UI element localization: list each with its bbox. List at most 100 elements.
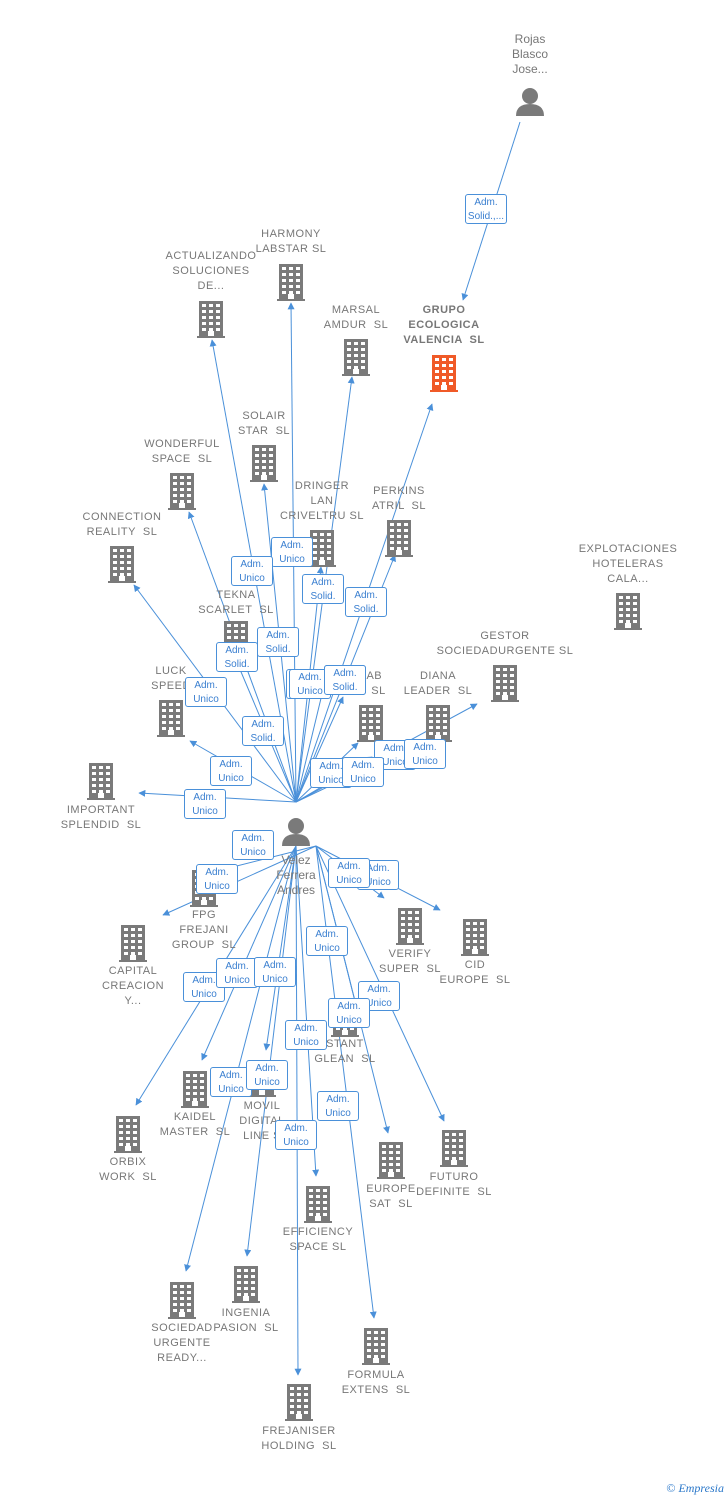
building-icon[interactable] — [87, 763, 115, 800]
company-node[interactable]: FORMULA EXTENS SL — [342, 1368, 411, 1398]
company-node[interactable]: ACTUALIZANDO SOLUCIONES DE... — [166, 249, 257, 294]
company-node[interactable]: CAPITAL CREACION Y... — [102, 964, 164, 1009]
company-node[interactable]: FUTURO DEFINITE SL — [416, 1170, 492, 1200]
building-icon[interactable] — [181, 1071, 209, 1108]
company-label[interactable]: STANT GLEAN SL — [314, 1038, 376, 1065]
edge-role-badge[interactable]: Adm. Solid. — [216, 642, 258, 672]
person-label[interactable]: Rojas Blasco Jose... — [511, 32, 549, 76]
edge-role-badge[interactable]: Adm. Unico — [271, 537, 313, 567]
building-icon[interactable] — [440, 1130, 468, 1167]
company-node[interactable]: EFFICIENCY SPACE SL — [283, 1225, 353, 1255]
company-label[interactable]: FORMULA EXTENS SL — [341, 1369, 411, 1396]
company-label[interactable]: SOLAIR STAR SL — [237, 410, 291, 437]
company-node[interactable]: IMPORTANT SPLENDID SL — [61, 803, 142, 833]
company-node[interactable]: GESTOR SOCIEDADURGENTE SL — [437, 629, 574, 659]
edge-role-badge[interactable]: Adm. Unico — [210, 756, 252, 786]
edge-role-badge[interactable]: Adm. Unico — [285, 1020, 327, 1050]
edge-role-badge[interactable]: Adm. Solid. — [257, 627, 299, 657]
company-label[interactable]: PERKINS ATRIL SL — [371, 485, 427, 512]
company-node[interactable]: CONNECTION REALITY SL — [83, 510, 162, 540]
building-icon[interactable] — [357, 705, 385, 742]
building-icon[interactable] — [285, 1384, 313, 1421]
building-icon[interactable] — [168, 1282, 196, 1319]
company-label[interactable]: FREJANISER HOLDING SL — [261, 1425, 337, 1452]
company-node[interactable]: MARSAL AMDUR SL — [324, 303, 388, 333]
building-icon[interactable] — [119, 925, 147, 962]
company-label[interactable]: EFFICIENCY SPACE SL — [282, 1226, 354, 1253]
building-icon[interactable] — [232, 1266, 260, 1303]
company-label[interactable]: ORBIX WORK SL — [99, 1156, 157, 1183]
edge-role-badge[interactable]: Adm. Solid. — [242, 716, 284, 746]
edge-role-badge[interactable]: Adm. Unico — [216, 958, 258, 988]
building-icon[interactable] — [491, 665, 519, 702]
edge-role-badge[interactable]: Adm. Unico — [404, 739, 446, 769]
company-node[interactable]: STANT GLEAN SL — [314, 1037, 375, 1067]
company-label[interactable]: WONDERFUL SPACE SL — [144, 438, 220, 465]
edge-role-badge[interactable]: Adm. Unico — [254, 957, 296, 987]
building-icon[interactable] — [362, 1328, 390, 1365]
company-node[interactable]: LUCK SPEED — [151, 664, 191, 694]
edge-role-badge[interactable]: Adm. Unico — [246, 1060, 288, 1090]
company-node[interactable]: PERKINS ATRIL SL — [372, 484, 426, 514]
company-label[interactable]: FPG FREJANI GROUP SL — [171, 909, 237, 951]
building-icon[interactable] — [377, 1142, 405, 1179]
edge-role-badge[interactable]: Adm. Solid.,... — [465, 194, 507, 224]
company-label[interactable]: VERIFY SUPER SL — [379, 948, 441, 975]
edge-role-badge[interactable]: Adm. Unico — [184, 789, 226, 819]
edge-role-badge[interactable]: Adm. Unico — [196, 864, 238, 894]
edge-role-badge[interactable]: Adm. Unico — [342, 757, 384, 787]
company-label[interactable]: INGENIA PASION SL — [213, 1307, 279, 1334]
edge-role-badge[interactable]: Adm. Unico — [275, 1120, 317, 1150]
company-node[interactable]: SOCIEDAD URGENTE READY... — [151, 1321, 212, 1366]
company-label[interactable]: LUCK SPEED — [151, 665, 191, 692]
edge-role-badge[interactable]: Adm. Solid. — [302, 574, 344, 604]
edge-role-badge[interactable]: Adm. Unico — [210, 1067, 252, 1097]
company-label[interactable]: CAPITAL CREACION Y... — [101, 965, 165, 1007]
building-icon[interactable] — [250, 445, 278, 482]
edge-role-badge[interactable]: Adm. Unico — [328, 998, 370, 1028]
company-node[interactable]: MOVIL DIGITAL LINE S — [239, 1099, 284, 1144]
person-icon[interactable] — [516, 88, 544, 116]
company-label[interactable]: CONNECTION REALITY SL — [82, 511, 162, 538]
person-label[interactable]: Velez Ferrera Andres — [276, 853, 316, 897]
edge-role-badge[interactable]: Adm. Unico — [328, 858, 370, 888]
company-label[interactable]: EUROPE SAT SL — [366, 1183, 416, 1210]
building-icon[interactable] — [424, 705, 452, 742]
company-label[interactable]: HARMONY LABSTAR SL — [255, 228, 327, 255]
company-node[interactable]: KAIDEL MASTER SL — [160, 1110, 230, 1140]
building-icon[interactable] — [114, 1116, 142, 1153]
building-icon[interactable] — [277, 264, 305, 301]
company-label[interactable]: SOCIEDAD URGENTE READY... — [151, 1322, 213, 1364]
company-node[interactable]: FREJANISER HOLDING SL — [261, 1424, 336, 1454]
company-label[interactable]: KAIDEL MASTER SL — [159, 1111, 231, 1138]
building-icon[interactable] — [385, 520, 413, 557]
edge-role-badge[interactable]: Adm. Unico — [232, 830, 274, 860]
company-label[interactable]: EXPLOTACIONES HOTELERAS CALA... — [578, 543, 678, 585]
company-node[interactable]: FPG FREJANI GROUP SL — [172, 908, 236, 953]
building-icon[interactable] — [197, 301, 225, 338]
company-label[interactable]: CID EUROPE SL — [439, 959, 511, 986]
building-icon[interactable] — [614, 593, 642, 630]
company-label[interactable]: DIANA LEADER SL — [403, 670, 473, 697]
building-icon[interactable] — [308, 530, 336, 567]
company-label[interactable]: TEKNA SCARLET SL — [198, 589, 274, 616]
company-node[interactable]: EUROPE SAT SL — [366, 1182, 415, 1212]
building-icon[interactable] — [430, 355, 458, 392]
company-label[interactable]: MOVIL DIGITAL LINE S — [239, 1100, 285, 1142]
building-icon[interactable] — [396, 908, 424, 945]
edge-role-badge[interactable]: Adm. Unico — [185, 677, 227, 707]
company-label[interactable]: DRINGER LAN CRIVELTRU SL — [279, 480, 365, 522]
company-label[interactable]: GESTOR SOCIEDADURGENTE SL — [436, 630, 574, 657]
building-icon[interactable] — [157, 700, 185, 737]
building-icon[interactable] — [304, 1186, 332, 1223]
company-node[interactable]: GRUPO ECOLOGICA VALENCIA SL — [403, 303, 484, 348]
company-label[interactable]: FUTURO DEFINITE SL — [416, 1171, 492, 1198]
company-node[interactable]: ORBIX WORK SL — [99, 1155, 157, 1185]
company-node[interactable]: SOLAIR STAR SL — [238, 409, 290, 439]
company-label[interactable]: ACTUALIZANDO SOLUCIONES DE... — [165, 250, 257, 292]
building-icon[interactable] — [461, 919, 489, 956]
building-icon[interactable] — [342, 339, 370, 376]
edge-role-badge[interactable]: Adm. Unico — [231, 556, 273, 586]
company-label[interactable]: IMPORTANT SPLENDID SL — [60, 804, 142, 831]
company-label[interactable]: MARSAL AMDUR SL — [323, 304, 389, 331]
